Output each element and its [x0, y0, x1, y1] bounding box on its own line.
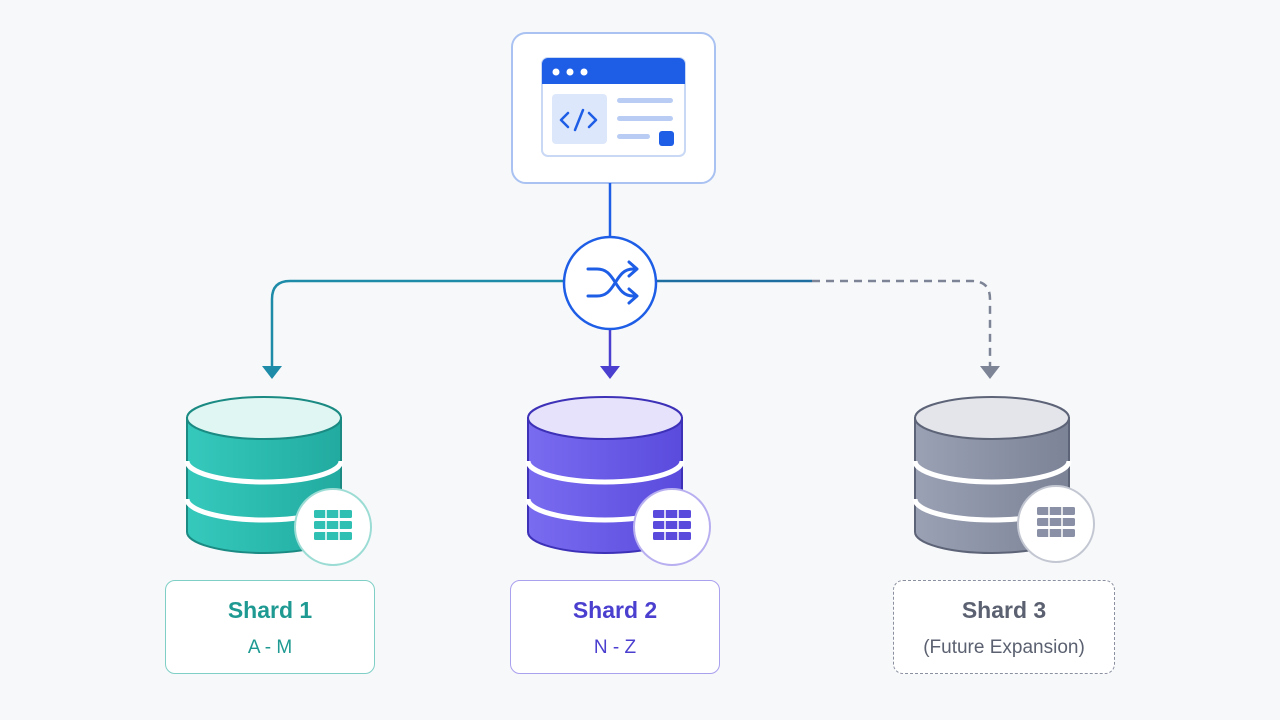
- connector-lines: [262, 183, 1000, 379]
- shard-2-table-badge: [633, 488, 711, 566]
- shuffle-icon: [586, 260, 639, 305]
- shard-3-table-badge: [1017, 485, 1095, 563]
- shard-2-range: N - Z: [593, 637, 637, 658]
- router-to-shard3-dashed-line: [812, 279, 992, 368]
- shard-1-range: A - M: [247, 637, 293, 658]
- shard-3-range: (Future Expansion): [923, 637, 1085, 658]
- shard-3-label-box: Shard 3 (Future Expansion): [893, 580, 1115, 674]
- table-icon: [1037, 507, 1075, 537]
- table-icon: [314, 510, 352, 540]
- table-icon: [653, 510, 691, 540]
- shard-2-label-box: Shard 2 N - Z: [510, 580, 720, 674]
- code-browser-window-icon: [541, 57, 686, 157]
- router-node: [562, 235, 658, 331]
- shard-1-title: Shard 1: [227, 597, 313, 623]
- shard3-arrowhead: [980, 366, 1000, 379]
- shard-1-table-badge: [294, 488, 372, 566]
- shard-2-title: Shard 2: [572, 597, 658, 623]
- shard-3-title: Shard 3: [961, 597, 1047, 623]
- client-app-card: [511, 32, 716, 184]
- shard1-arrowhead: [262, 366, 282, 379]
- shard-1-label-box: Shard 1 A - M: [165, 580, 375, 674]
- shard2-arrowhead: [600, 366, 620, 379]
- router-to-shard1-line: [270, 279, 565, 368]
